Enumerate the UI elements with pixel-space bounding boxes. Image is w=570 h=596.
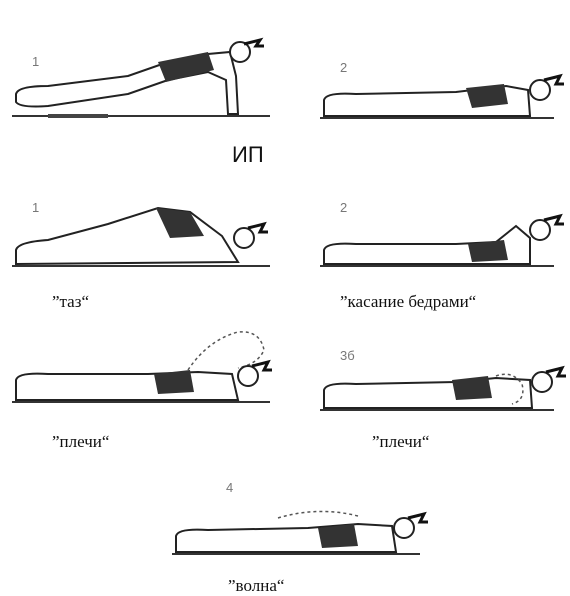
figure-number: 1 [32, 200, 39, 215]
caption-pelvis: ”таз“ [52, 292, 89, 312]
caption-wave: ”волна“ [228, 576, 284, 596]
caption-shoulders-right: ”плечи“ [372, 432, 429, 452]
wave-drawing [168, 476, 438, 566]
figure-number: 4 [226, 480, 233, 495]
plank-drawing [8, 36, 288, 126]
caption-hips-touch: ”касание бедрами“ [340, 292, 476, 312]
figure-lying-2: 2 [316, 60, 566, 130]
figure-shoulders-left [8, 320, 288, 410]
hips-touch-drawing [316, 196, 566, 276]
pelvis-drawing [8, 196, 288, 276]
figure-wave-4: 4 [168, 476, 438, 566]
figure-number: 1 [32, 54, 39, 69]
caption-shoulders-left: ”плечи“ [52, 432, 109, 452]
figure-number: 2 [340, 60, 347, 75]
figure-hips-touch-2: 2 [316, 196, 566, 276]
figure-number: 3б [340, 348, 355, 363]
shoulders-left-drawing [8, 320, 288, 410]
figure-number: 2 [340, 200, 347, 215]
figure-pelvis-1: 1 [8, 196, 288, 276]
figure-shoulders-right: 3б [316, 340, 566, 420]
lying-drawing [316, 60, 566, 130]
figure-plank-1: 1 [8, 36, 288, 126]
starting-position-label: ИП [232, 142, 264, 168]
